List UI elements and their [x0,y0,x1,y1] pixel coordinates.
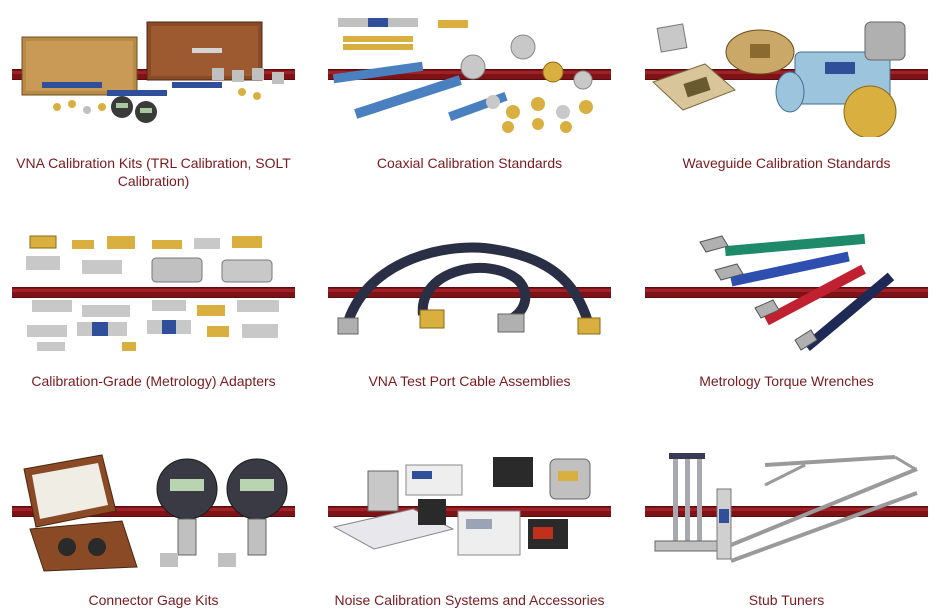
metrology-adapters-image[interactable] [12,230,295,355]
product-card-label[interactable]: VNA Calibration Kits (TRL Calibration, S… [16,155,291,189]
product-card-torque-wrenches[interactable]: Metrology Torque Wrenches [645,230,928,390]
waveguide-calibration-standards-image[interactable] [645,12,928,137]
stub-tuners-image[interactable] [645,449,928,574]
product-card-vna-calibration-kits[interactable]: VNA Calibration Kits (TRL Calibration, S… [12,12,295,190]
product-card-label[interactable]: VNA Test Port Cable Assemblies [368,373,571,389]
coaxial-calibration-standards-image[interactable] [328,12,611,137]
test-port-cable-assemblies-image[interactable] [328,230,611,355]
vna-calibration-kits-image[interactable] [12,12,295,137]
product-card-label[interactable]: Stub Tuners [748,592,825,608]
product-card-metrology-adapters[interactable]: Calibration-Grade (Metrology) Adapters [12,230,295,390]
product-card-noise-calibration-systems[interactable]: Noise Calibration Systems and Accessorie… [328,449,611,609]
product-card-connector-gage-kits[interactable]: Connector Gage Kits [12,449,295,609]
product-card-waveguide-calibration-standards[interactable]: Waveguide Calibration Standards [645,12,928,172]
product-card-label[interactable]: Waveguide Calibration Standards [682,155,891,171]
product-card-label[interactable]: Connector Gage Kits [88,592,219,608]
torque-wrenches-image[interactable] [645,230,928,355]
product-card-stub-tuners[interactable]: Stub Tuners [645,449,928,609]
product-card-label[interactable]: Coaxial Calibration Standards [376,155,563,171]
product-card-coaxial-calibration-standards[interactable]: Coaxial Calibration Standards [328,12,611,172]
product-card-label[interactable]: Noise Calibration Systems and Accessorie… [334,592,605,608]
product-card-label[interactable]: Metrology Torque Wrenches [699,373,874,389]
product-card-label[interactable]: Calibration-Grade (Metrology) Adapters [31,373,276,389]
product-card-test-port-cable-assemblies[interactable]: VNA Test Port Cable Assemblies [328,230,611,390]
connector-gage-kits-image[interactable] [12,449,295,574]
noise-calibration-systems-image[interactable] [328,449,611,574]
